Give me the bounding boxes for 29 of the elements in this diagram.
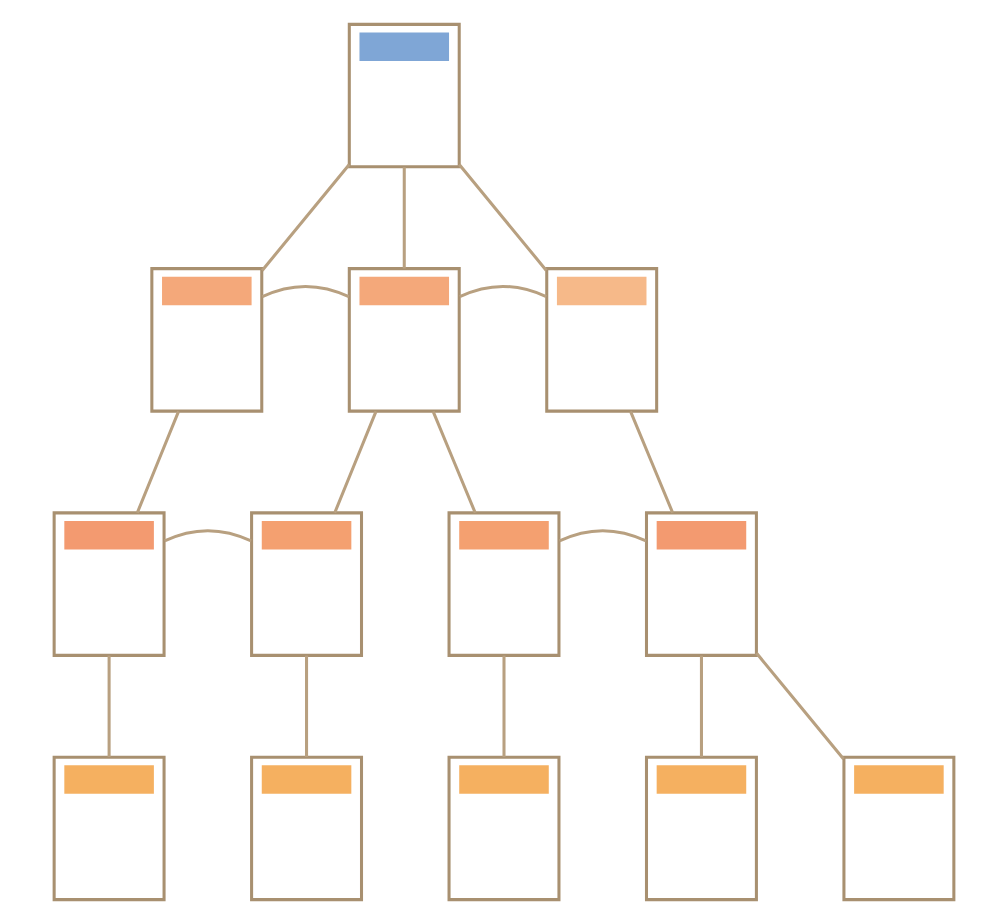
node-box: [447, 755, 561, 902]
node-box: [347, 267, 461, 413]
connector: [333, 410, 378, 514]
node-box: [644, 755, 758, 902]
node-box: [644, 511, 758, 657]
node-box: [545, 267, 659, 413]
node-box: [347, 22, 461, 169]
connector: [699, 655, 703, 758]
node-box: [150, 267, 264, 413]
connector: [402, 167, 406, 269]
connector: [261, 284, 350, 299]
node-box: [250, 755, 364, 902]
connector: [164, 529, 252, 543]
connector: [135, 410, 180, 514]
node-box: [250, 511, 364, 657]
connector: [558, 529, 647, 543]
connector: [755, 652, 845, 760]
connector: [458, 163, 548, 272]
node-box: [842, 755, 956, 902]
connector: [502, 655, 506, 758]
connector: [305, 655, 309, 758]
node-box: [447, 511, 561, 657]
node-box: [52, 511, 166, 657]
connector: [261, 163, 351, 272]
connector: [459, 284, 547, 299]
node-box: [52, 755, 166, 902]
connector: [629, 410, 675, 514]
connector: [431, 410, 477, 514]
connector: [107, 655, 111, 758]
